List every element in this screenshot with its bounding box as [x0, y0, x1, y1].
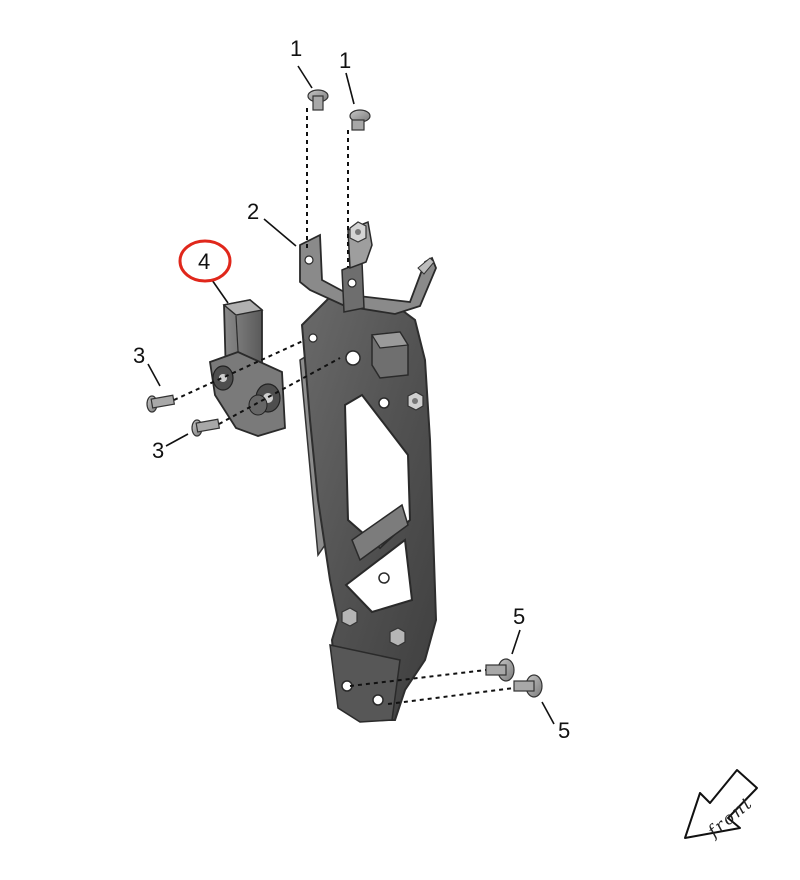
bolt-part-5a: [485, 658, 515, 682]
hex-nut: [389, 627, 406, 647]
callout-5b: 5: [558, 718, 570, 743]
sensor-part-4: [208, 299, 286, 437]
screw-part-3b: [191, 418, 221, 437]
highlight-circle: [178, 239, 232, 283]
assembly-guide-lines: [173, 108, 515, 705]
screw-part-3a: [146, 394, 176, 413]
callout-2: 2: [247, 199, 259, 224]
bolt-part-5b: [513, 674, 543, 698]
upper-bracket: [299, 220, 437, 315]
leader-lines: [147, 65, 555, 725]
hex-nut: [407, 391, 424, 411]
callout-3b: 3: [152, 438, 164, 463]
callout-5a: 5: [513, 604, 525, 629]
bracket-plate: [299, 290, 438, 723]
hex-nut: [341, 607, 358, 627]
bolt-part-1b: [349, 109, 371, 131]
callout-4: 4: [198, 249, 210, 274]
callout-1b: 1: [339, 48, 351, 73]
callout-1a: 1: [290, 36, 302, 61]
front-direction-arrow: front: [684, 769, 758, 843]
callout-3a: 3: [133, 343, 145, 368]
bolt-part-1a: [307, 89, 329, 111]
